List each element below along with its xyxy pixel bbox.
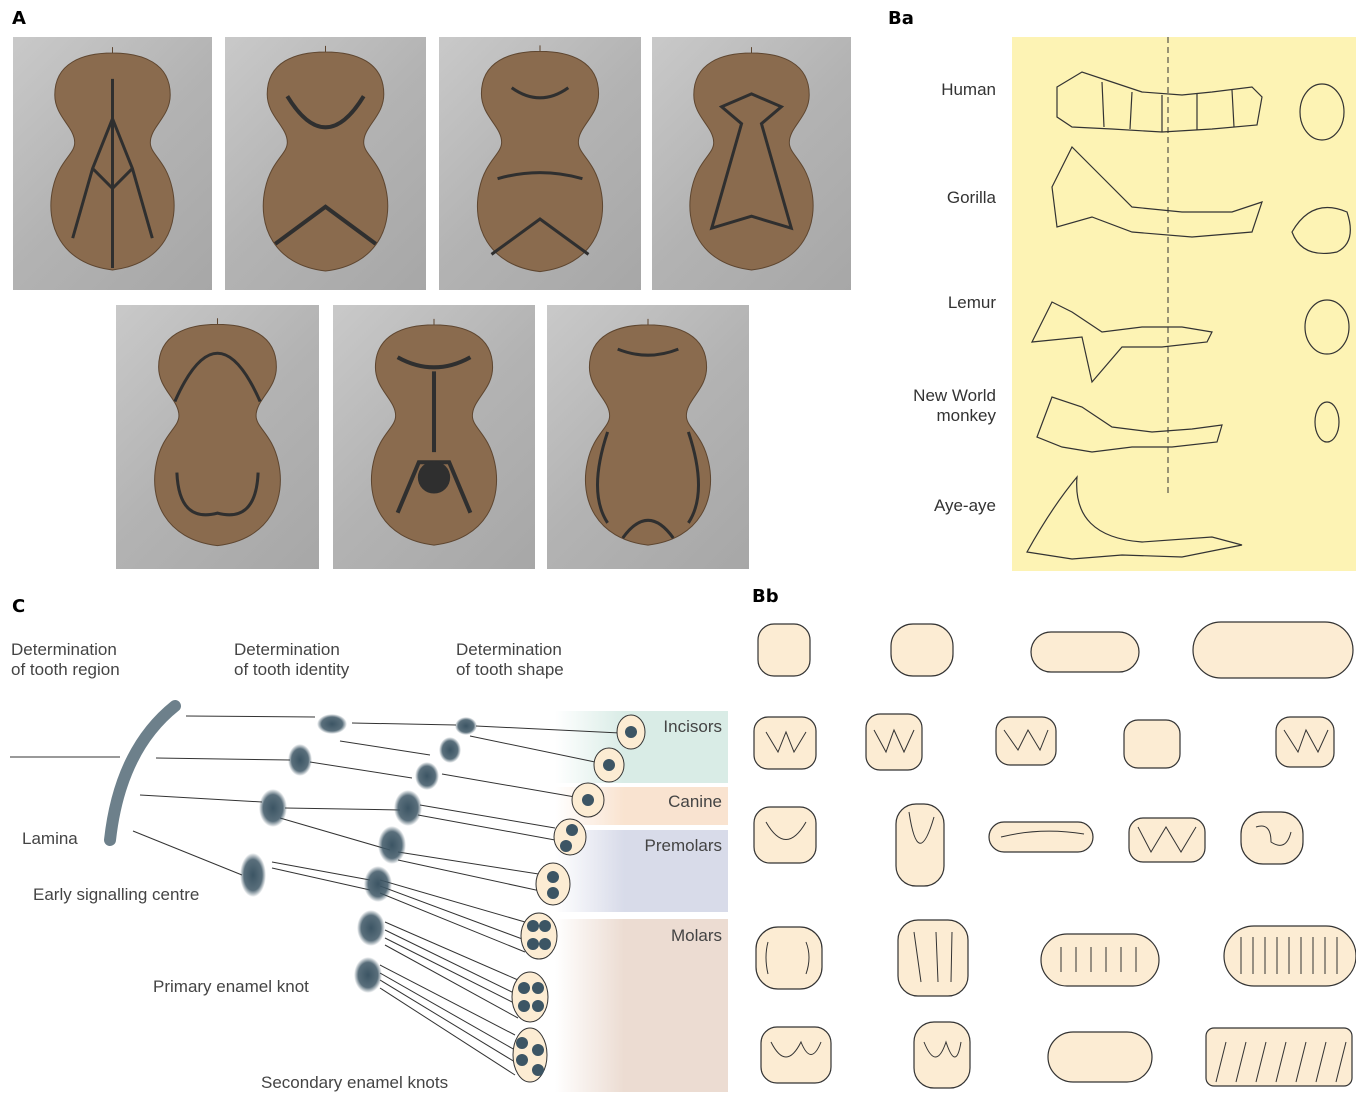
- species-label-lemur: Lemur: [846, 293, 996, 313]
- early-signalling-centre: [317, 714, 347, 734]
- dental-lamina: [110, 706, 175, 840]
- panel-a-letter: A: [12, 8, 26, 29]
- header-tooth-identity: Determination of tooth identity: [234, 640, 349, 680]
- dentition-drawing: [1012, 37, 1356, 571]
- header-tooth-shape: Determination of tooth shape: [456, 640, 564, 680]
- violin-plate-1: [13, 37, 212, 290]
- panel-bb-letter: Bb: [752, 586, 779, 607]
- primary-enamel-knot: [455, 717, 477, 735]
- header-tooth-region: Determination of tooth region: [11, 640, 120, 680]
- species-label-aye-aye: Aye-aye: [846, 496, 996, 516]
- label-lamina: Lamina: [22, 829, 78, 849]
- violin-plate-7: [547, 305, 749, 569]
- violin-plate-4: [652, 37, 851, 290]
- panel-ba-letter: Ba: [888, 8, 914, 29]
- label-early-signalling-centre: Early signalling centre: [33, 885, 199, 905]
- label-primary-enamel-knot: Primary enamel knot: [153, 977, 309, 997]
- species-label-human: Human: [846, 80, 996, 100]
- panel-bb: [746, 612, 1356, 1092]
- violin-plate-2: [225, 37, 426, 290]
- violin-plate-3: [439, 37, 641, 290]
- violin-plate-5: [116, 305, 319, 569]
- label-secondary-enamel-knots: Secondary enamel knots: [261, 1073, 448, 1093]
- species-label-gorilla: Gorilla: [846, 188, 996, 208]
- species-label-new-world-monkey: New World monkey: [846, 386, 996, 426]
- panel-c-letter: C: [12, 596, 25, 617]
- violin-plate-6: [333, 305, 535, 569]
